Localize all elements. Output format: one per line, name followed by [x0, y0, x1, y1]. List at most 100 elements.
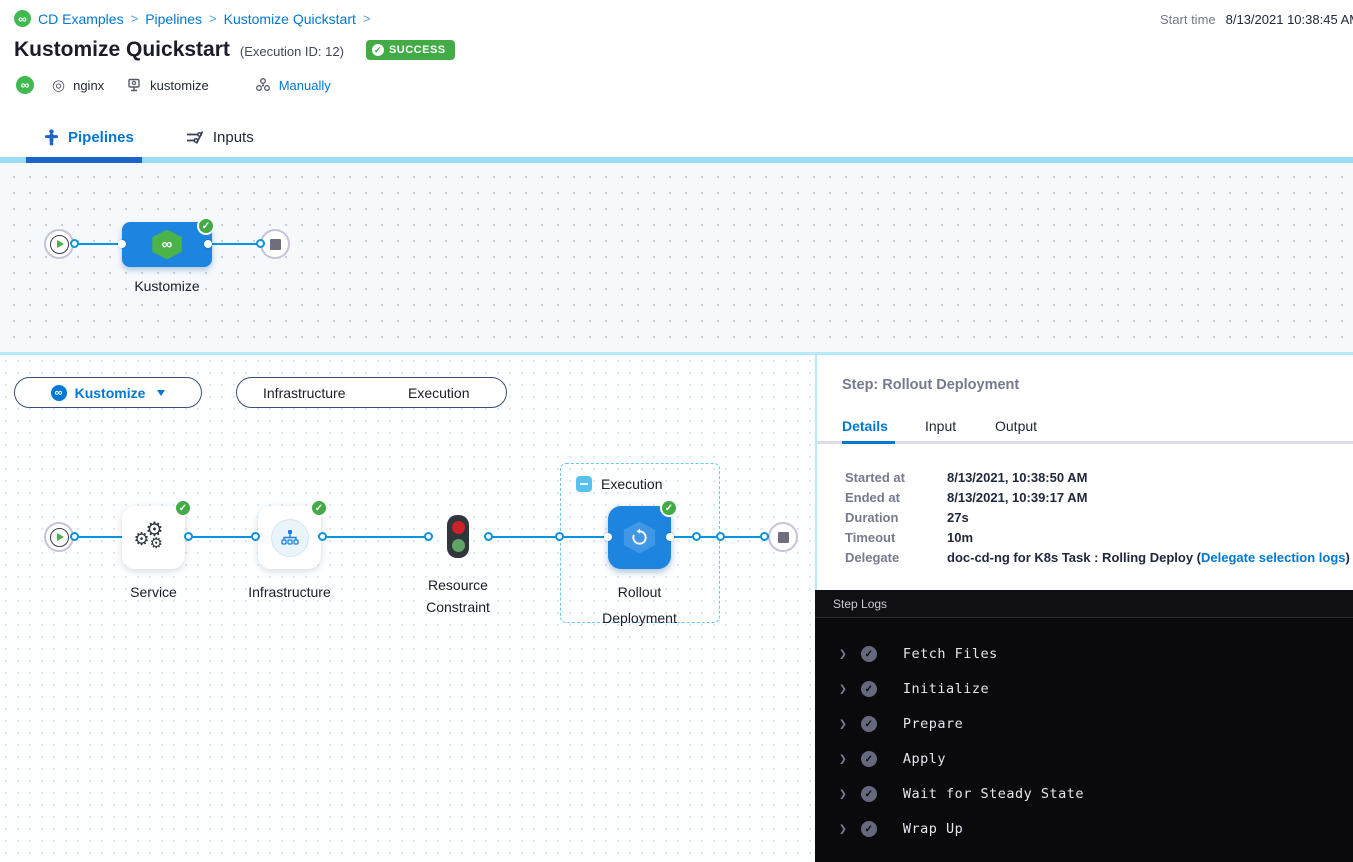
tab-pipelines-label: Pipelines: [68, 129, 134, 146]
tab-input[interactable]: Input: [925, 418, 957, 434]
stage-node-kustomize[interactable]: ∞: [122, 222, 212, 267]
stop-icon: [269, 238, 281, 250]
chevron-right-icon: ❯: [839, 716, 847, 732]
tab-output[interactable]: Output: [995, 418, 1038, 434]
check-circle-icon: ✓: [860, 786, 877, 802]
log-group-fetch-files[interactable]: ❯ ✓ Fetch Files: [839, 643, 998, 665]
tab-details[interactable]: Details: [842, 418, 888, 434]
breadcrumb-kustomize-quickstart[interactable]: Kustomize Quickstart: [223, 10, 356, 27]
log-group-label: Wrap Up: [902, 821, 964, 837]
log-group-label: Wait for Steady State: [902, 786, 1085, 802]
title-row: Kustomize Quickstart (Execution ID: 12) …: [14, 38, 455, 62]
pipeline-start-node[interactable]: [44, 229, 74, 259]
detail-value: 27s: [947, 510, 969, 525]
detail-label: Delegate: [845, 550, 900, 565]
chevron-right-icon: ❯: [839, 751, 847, 767]
detail-row-delegate: Delegate doc-cd-ng for K8s Task : Rollin…: [845, 550, 1350, 565]
service-name: nginx: [73, 77, 105, 93]
execution-group-container: [560, 463, 720, 623]
connector-dot: [424, 532, 433, 541]
harness-logo-icon: ∞: [14, 10, 31, 27]
execution-group-label: Execution: [601, 476, 663, 492]
section-divider: [0, 352, 1353, 355]
toggle-execution[interactable]: Execution: [408, 384, 470, 401]
log-group-wrap-up[interactable]: ❯ ✓ Wrap Up: [839, 818, 963, 840]
pipeline-icon: [45, 129, 58, 146]
collapse-group-button[interactable]: [576, 476, 592, 492]
breadcrumb-pipelines[interactable]: Pipelines: [145, 10, 203, 27]
rollout-hexagon-icon: [623, 521, 656, 554]
step-logs-panel: Step Logs ❯ ✓ Fetch Files ❯ ✓ Initialize…: [815, 590, 1353, 862]
detail-label: Ended at: [845, 490, 900, 505]
delegate-selection-logs-link[interactable]: Delegate selection logs: [1201, 550, 1346, 565]
trigger-type-link[interactable]: Manually: [278, 77, 331, 93]
log-group-prepare[interactable]: ❯ ✓ Prepare: [839, 713, 963, 735]
log-group-wait-for-steady-state[interactable]: ❯ ✓ Wait for Steady State: [839, 783, 1084, 805]
trigger-icon: [255, 77, 271, 93]
step-details-panel: Step: Rollout Deployment Details Input O…: [815, 355, 1353, 590]
detail-row-ended-at: Ended at 8/13/2021, 10:39:17 AM: [845, 490, 1087, 505]
detail-row-timeout: Timeout 10m: [845, 530, 973, 545]
connector-dot: [256, 239, 265, 248]
connector-dot: [70, 239, 79, 248]
check-circle-icon: ✓: [371, 44, 384, 56]
tab-inputs-label: Inputs: [212, 129, 254, 146]
harness-logo-icon: ∞: [16, 76, 34, 94]
connector-dot: [604, 533, 612, 541]
chevron-right-icon: ❯: [839, 821, 847, 837]
main-tabbar: Pipelines Inputs: [0, 118, 1353, 157]
breadcrumb-cd-examples[interactable]: CD Examples: [38, 10, 124, 27]
page-title: Kustomize Quickstart: [14, 38, 230, 61]
connector-dot: [555, 532, 564, 541]
connector-dot: [716, 532, 725, 541]
detail-label: Timeout: [845, 530, 896, 545]
step-label-resource-constraint-line2: Constraint: [426, 599, 490, 615]
log-group-label: Prepare: [902, 716, 964, 732]
execution-canvas[interactable]: [0, 355, 815, 862]
stage-label: Kustomize: [134, 278, 200, 294]
step-logs-title: Step Logs: [833, 596, 888, 611]
connector-line: [490, 536, 608, 538]
step-node-resource-constraint[interactable]: [447, 515, 469, 558]
check-circle-icon: ✓: [860, 751, 877, 767]
step-label-service: Service: [130, 584, 177, 600]
log-group-label: Fetch Files: [902, 646, 998, 662]
toggle-infrastructure[interactable]: Infrastructure: [263, 384, 346, 401]
breadcrumb-separator: >: [130, 11, 139, 26]
environment-name: kustomize: [150, 77, 209, 93]
environment-icon: [126, 77, 142, 93]
pipeline-stage-canvas[interactable]: [0, 163, 1353, 352]
breadcrumb: ∞ CD Examples > Pipelines > Kustomize Qu…: [14, 10, 370, 27]
log-group-initialize[interactable]: ❯ ✓ Initialize: [839, 678, 989, 700]
service-gears-icon: ⚙ ⚙ ⚙: [133, 518, 164, 552]
step-logs-header: Step Logs: [815, 590, 1353, 618]
connector-line: [190, 536, 256, 538]
step-node-service[interactable]: ⚙ ⚙ ⚙: [122, 506, 185, 569]
tab-active-indicator: [26, 157, 142, 163]
check-circle-icon: ✓: [860, 681, 877, 697]
kustomize-stage-icon: ∞: [152, 229, 182, 260]
success-check-icon: ✓: [197, 217, 215, 235]
step-node-rollout-deployment[interactable]: [608, 506, 671, 569]
pipeline-end-node[interactable]: [260, 229, 290, 259]
phase-toggle: Infrastructure Execution: [236, 377, 507, 408]
tab-pipelines[interactable]: Pipelines: [44, 129, 134, 146]
status-badge-label: SUCCESS: [388, 44, 446, 56]
connector-dot: [666, 533, 674, 541]
connector-line: [74, 243, 122, 245]
check-circle-icon: ✓: [860, 646, 877, 662]
stage-selector-dropdown[interactable]: ∞ Kustomize: [14, 377, 202, 408]
delegate-value-prefix: doc-cd-ng for K8s Task : Rolling Deploy …: [947, 550, 1201, 565]
stop-icon: [777, 531, 789, 543]
tab-inputs[interactable]: Inputs: [186, 129, 254, 146]
harness-stage-icon: ∞: [50, 384, 67, 401]
play-icon: [49, 527, 69, 547]
start-time: Start time 8/13/2021 10:38:45 AM: [1160, 12, 1353, 27]
step-label-rollout-line1: Rollout: [617, 584, 662, 600]
step-node-infrastructure[interactable]: [258, 506, 321, 569]
execution-end-node[interactable]: [768, 522, 798, 552]
start-time-label: Start time: [1160, 12, 1216, 27]
breadcrumb-separator: >: [362, 11, 371, 26]
log-group-apply[interactable]: ❯ ✓ Apply: [839, 748, 946, 770]
